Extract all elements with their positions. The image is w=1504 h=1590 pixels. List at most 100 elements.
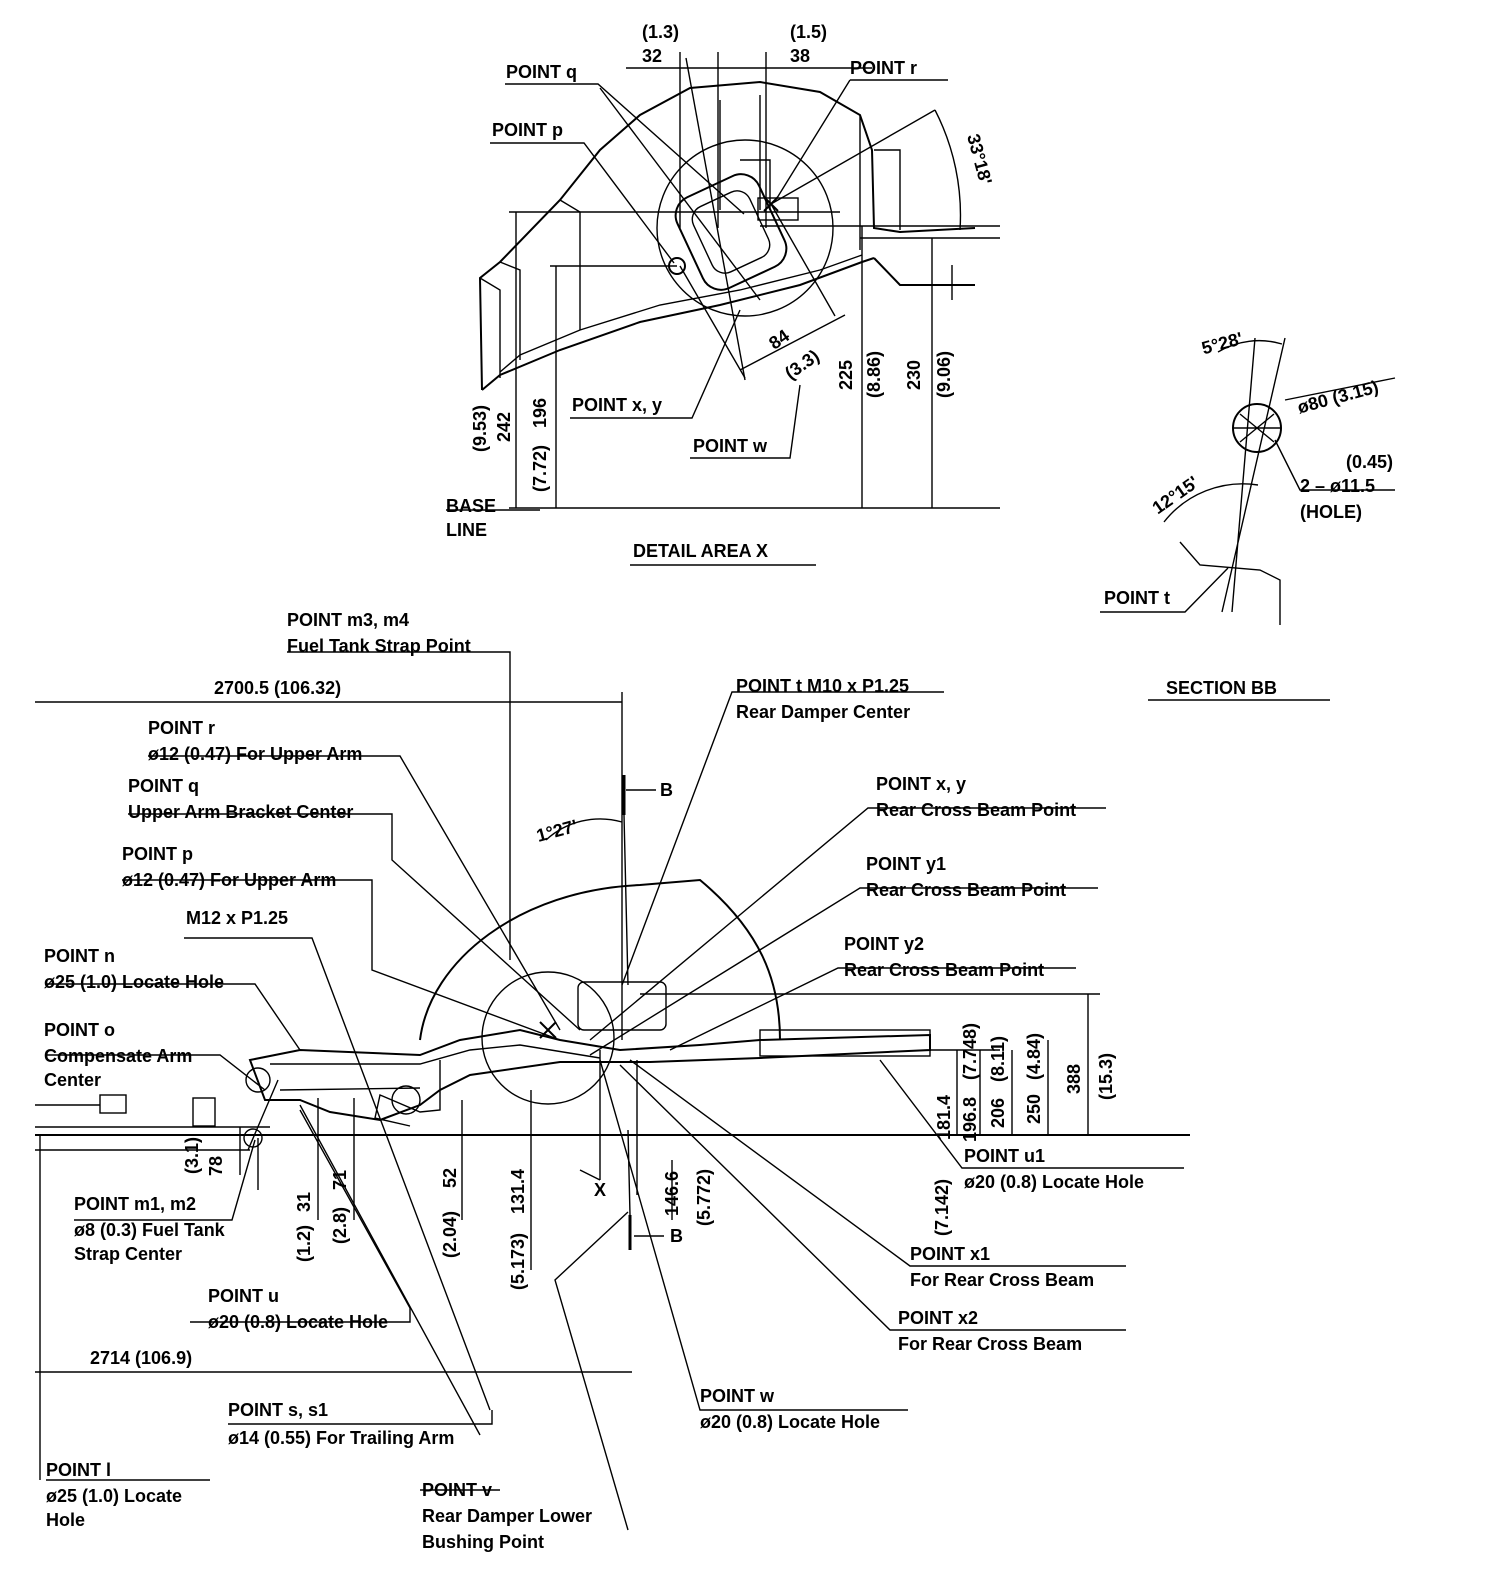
dim-7-72: (7.72): [530, 445, 550, 492]
dim-5-772: (5.772): [694, 1169, 714, 1226]
angle-12-15: 12°15': [1149, 472, 1203, 518]
section-bb-title: SECTION BB: [1166, 678, 1277, 698]
dim-2-04: (2.04): [440, 1211, 460, 1258]
label-v-desc2: Bushing Point: [422, 1532, 544, 1552]
dim-9-53: (9.53): [470, 405, 490, 452]
label-m1m2-desc2: Strap Center: [74, 1244, 182, 1264]
label-x2-desc: For Rear Cross Beam: [898, 1334, 1082, 1354]
label-u-desc: ø20 (0.8) Locate Hole: [208, 1312, 388, 1332]
detail-title: DETAIL AREA X: [633, 541, 768, 561]
detail-area-x: DETAIL AREA X POINT q POINT r POINT p PO…: [446, 22, 1000, 566]
label-t-desc: Rear Damper Center: [736, 702, 910, 722]
dim-84: 84: [765, 325, 793, 353]
angle-5-28: 5°28': [1200, 328, 1245, 358]
dim-1-3: (1.3): [642, 22, 679, 42]
label-u1-title: POINT u1: [964, 1146, 1045, 1166]
label-u-title: POINT u: [208, 1286, 279, 1306]
phi-80: ø80 (3.15): [1295, 377, 1380, 418]
dim-3-1: (3.1): [182, 1137, 202, 1174]
label-w-title: POINT w: [700, 1386, 775, 1406]
hole-label: (HOLE): [1300, 502, 1362, 522]
dim-5-173: (5.173): [508, 1233, 528, 1290]
label-l-title: POINT l: [46, 1460, 111, 1480]
dim-146-6: 146.6: [662, 1171, 682, 1216]
dim-15-3: (15.3): [1096, 1053, 1116, 1100]
rear-frame-outline: [248, 1028, 931, 1122]
dim-2700: 2700.5 (106.32): [214, 678, 341, 698]
label-point-t: POINT t: [1104, 588, 1170, 608]
detail-bracket-outline: [478, 80, 976, 391]
dim-8-11: (8.11): [988, 1036, 1008, 1082]
label-v-desc1: Rear Damper Lower: [422, 1506, 592, 1526]
dim-angle-33: 33°18': [963, 132, 996, 187]
dim-0-45: (0.45): [1346, 452, 1393, 472]
label-x1-title: POINT x1: [910, 1244, 990, 1264]
dim-9-06: (9.06): [934, 351, 954, 398]
label-n-title: POINT n: [44, 946, 115, 966]
label-o-desc2: Center: [44, 1070, 101, 1090]
dim-206: 206: [988, 1098, 1008, 1128]
label-m3m4-desc: Fuel Tank Strap Point: [287, 636, 471, 656]
dim-3-3: (3.3): [781, 346, 823, 384]
label-base-line-2: LINE: [446, 520, 487, 540]
dim-196-8: 196.8: [960, 1097, 980, 1142]
label-y1-title: POINT y1: [866, 854, 946, 874]
dim-181-4: 181.4: [934, 1095, 954, 1140]
main-view: POINT m3, m4 Fuel Tank Strap Point 2700.…: [35, 610, 1190, 1552]
damper-housing: [419, 878, 781, 1041]
dim-32: 32: [642, 46, 662, 66]
label-point-q: POINT q: [506, 62, 577, 82]
label-s-title: POINT s, s1: [228, 1400, 328, 1420]
dim-2714: 2714 (106.9): [90, 1348, 192, 1368]
dim-38: 38: [790, 46, 810, 66]
label-p-title: POINT p: [122, 844, 193, 864]
label-y1-desc: Rear Cross Beam Point: [866, 880, 1066, 900]
dim-52: 52: [440, 1168, 460, 1188]
dim-242: 242: [494, 412, 514, 442]
detail-slot: [674, 173, 788, 291]
label-m3m4-title: POINT m3, m4: [287, 610, 409, 630]
dim-78: 78: [206, 1156, 226, 1176]
label-o-desc1: Compensate Arm: [44, 1046, 192, 1066]
label-w-desc: ø20 (0.8) Locate Hole: [700, 1412, 880, 1432]
label-l-desc1: ø25 (1.0) Locate: [46, 1486, 182, 1506]
section-bb: SECTION BB 5°28' ø80 (3.15) (0.45) 2 – ø…: [1100, 328, 1396, 701]
label-r-desc: ø12 (0.47) For Upper Arm: [148, 744, 362, 764]
dim-31: 31: [294, 1192, 314, 1212]
label-base-line-1: BASE: [446, 496, 496, 516]
detail-area-circle: [481, 971, 615, 1105]
dim-8-86: (8.86): [864, 351, 884, 398]
label-x2-title: POINT x2: [898, 1308, 978, 1328]
dim-7-748: (7.748): [960, 1023, 980, 1080]
dim-250: 250: [1024, 1094, 1044, 1124]
label-y2-title: POINT y2: [844, 934, 924, 954]
dim-1-2: (1.2): [294, 1225, 314, 1262]
dim-2-8: (2.8): [330, 1207, 350, 1244]
label-p-desc: ø12 (0.47) For Upper Arm: [122, 870, 336, 890]
dim-4-84: (4.84): [1024, 1033, 1044, 1080]
label-t-title: POINT t M10 x P1.25: [736, 676, 909, 696]
dim-196: 196: [530, 398, 550, 428]
dim-71: 71: [330, 1170, 350, 1190]
label-m12: M12 x P1.25: [186, 908, 288, 928]
section-b-bottom: B: [670, 1226, 683, 1246]
label-q-desc: Upper Arm Bracket Center: [128, 802, 353, 822]
label-q-title: POINT q: [128, 776, 199, 796]
dim-7-142: (7.142): [932, 1179, 952, 1236]
dim-230: 230: [904, 360, 924, 390]
dim-1-5: (1.5): [790, 22, 827, 42]
label-u1-desc: ø20 (0.8) Locate Hole: [964, 1172, 1144, 1192]
dim-388: 388: [1064, 1064, 1084, 1094]
label-point-w: POINT w: [693, 436, 768, 456]
section-line-b: [622, 775, 632, 1250]
dim-131-4: 131.4: [508, 1169, 528, 1214]
detail-lower-edge: [481, 257, 875, 391]
label-m1m2-title: POINT m1, m2: [74, 1194, 196, 1214]
label-xy-desc: Rear Cross Beam Point: [876, 800, 1076, 820]
label-l-desc2: Hole: [46, 1510, 85, 1530]
dim-225: 225: [836, 360, 856, 390]
label-x1-desc: For Rear Cross Beam: [910, 1270, 1094, 1290]
label-point-xy: POINT x, y: [572, 395, 662, 415]
label-point-r: POINT r: [850, 58, 917, 78]
